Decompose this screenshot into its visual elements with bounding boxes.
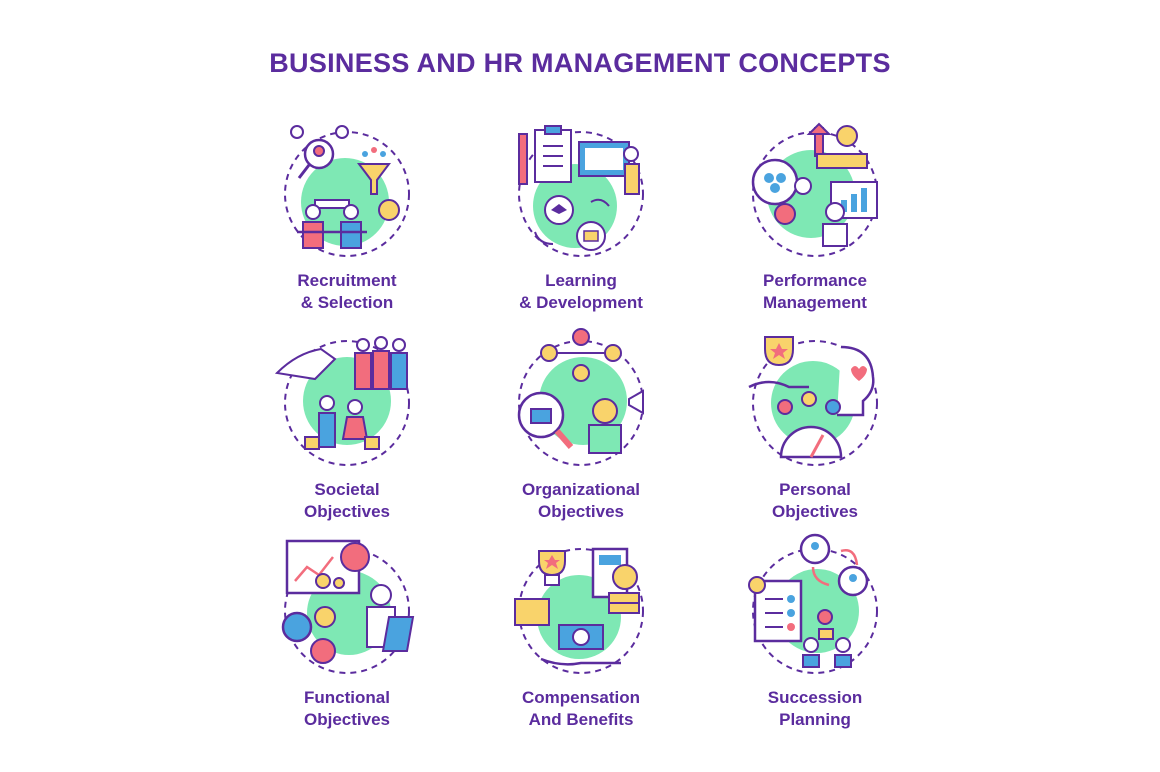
concept-recruitment: Recruitment& Selection xyxy=(227,124,467,324)
compensation-icon xyxy=(514,547,644,674)
personal-icon xyxy=(748,336,878,466)
concept-label: Learning& Development xyxy=(519,271,643,312)
societal-icon xyxy=(274,336,410,466)
concept-learning: Learning& Development xyxy=(461,124,701,324)
learning-icon xyxy=(518,125,644,257)
functional-icon xyxy=(281,539,415,674)
concept-label: Recruitment& Selection xyxy=(297,271,397,312)
organizational-icon xyxy=(517,328,644,466)
performance-icon xyxy=(751,122,878,257)
succession-icon xyxy=(748,533,878,674)
page-title: BUSINESS AND HR MANAGEMENT CONCEPTS xyxy=(269,48,891,78)
recruitment-icon xyxy=(284,125,410,257)
